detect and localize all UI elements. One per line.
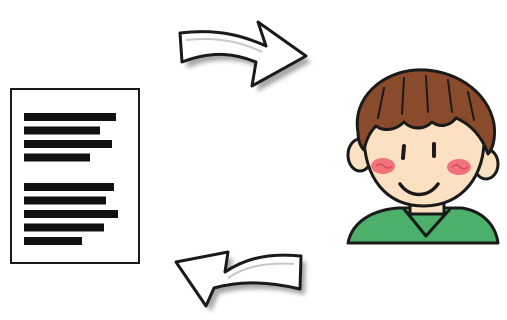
document-text-line: [24, 113, 116, 121]
document-text-line: [24, 127, 100, 135]
document-text-line: [24, 197, 106, 205]
document-text-line: [24, 224, 104, 232]
curved-arrow-left-icon: [176, 252, 306, 312]
document-text-line: [24, 183, 114, 191]
document-text-line: [24, 210, 118, 218]
arrow-left-body: [176, 252, 301, 306]
document-text-line: [24, 154, 90, 162]
document-text-line: [24, 237, 82, 245]
boy-left-eye: [403, 146, 404, 158]
document-text-line: [24, 140, 112, 148]
smiling-boy-icon: [348, 70, 498, 243]
text-document-icon: [11, 89, 139, 263]
curved-arrow-right-icon: [180, 22, 311, 92]
arrow-right-body: [180, 22, 306, 86]
